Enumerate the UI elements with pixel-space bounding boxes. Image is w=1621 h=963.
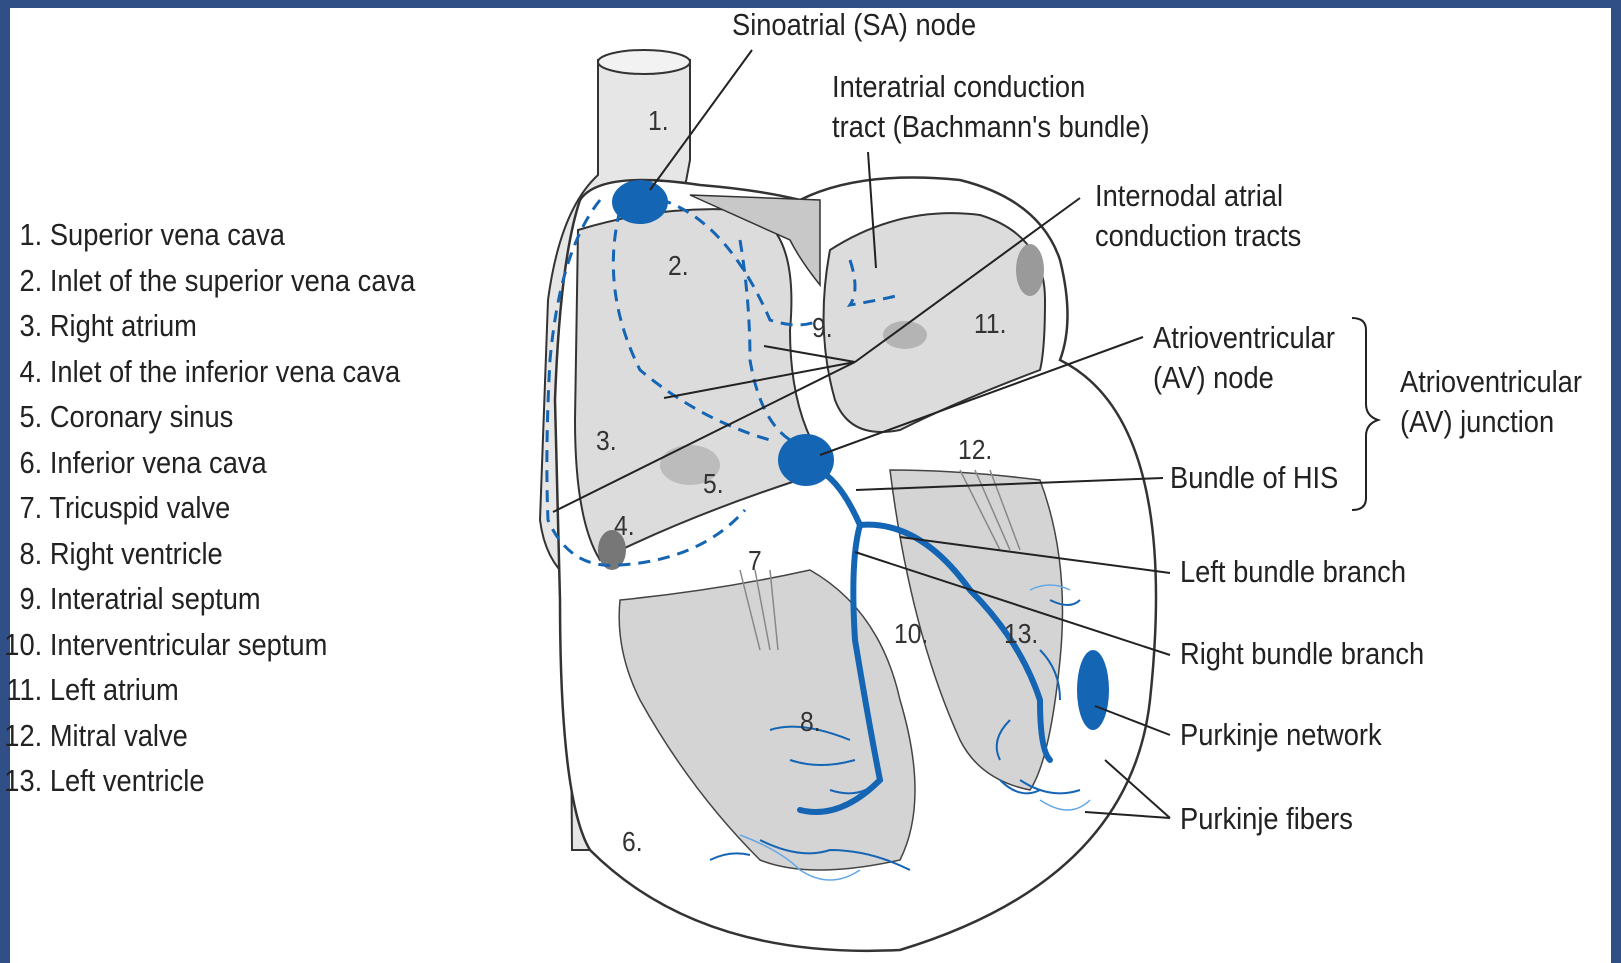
- number-1-label: 1.: [648, 105, 669, 137]
- av-junction-label: Atrioventricular (AV) junction: [1400, 362, 1582, 442]
- number-12-label: 12.: [958, 434, 992, 466]
- internodal-tracts-label: Internodal atrial conduction tracts: [1095, 176, 1301, 256]
- number-13-label: 13.: [1004, 618, 1038, 650]
- bundle-of-his-label: Bundle of HIS: [1170, 458, 1338, 498]
- legend-item: 5. Coronary sinus: [0, 394, 415, 440]
- legend-item: 10. Interventricular septum: [0, 622, 415, 668]
- legend-item: 4. Inlet of the inferior vena cava: [0, 349, 415, 395]
- av-junction-bracket: [1352, 318, 1378, 510]
- purkinje-network-label: Purkinje network: [1180, 715, 1382, 755]
- number-7-label: 7: [748, 545, 762, 577]
- right-bundle-branch-label: Right bundle branch: [1180, 634, 1424, 674]
- number-10-label: 10.: [894, 618, 928, 650]
- legend-item: 2. Inlet of the superior vena cava: [0, 258, 415, 304]
- number-3-label: 3.: [596, 425, 617, 457]
- av-node-label: Atrioventricular (AV) node: [1153, 318, 1335, 398]
- legend-item: 6. Inferior vena cava: [0, 440, 415, 486]
- legend-item: 1. Superior vena cava: [0, 212, 415, 258]
- legend-item: 11. Left atrium: [0, 667, 415, 713]
- structure-legend: 1. Superior vena cava 2. Inlet of the su…: [0, 212, 472, 804]
- legend-item: 8. Right ventricle: [0, 531, 415, 577]
- legend-item: 12. Mitral valve: [0, 713, 415, 759]
- legend-item: 3. Right atrium: [0, 303, 415, 349]
- number-6-label: 6.: [622, 826, 643, 858]
- number-2-label: 2.: [668, 250, 689, 282]
- left-atrium-shadow: [1016, 244, 1044, 296]
- number-4-label: 4.: [614, 510, 635, 542]
- legend-item: 13. Left ventricle: [0, 758, 415, 804]
- number-5-label: 5.: [703, 468, 724, 500]
- number-9-label: 9.: [812, 312, 833, 344]
- purkinje-network: [1077, 650, 1109, 730]
- left-bundle-branch-label: Left bundle branch: [1180, 552, 1406, 592]
- sa-node: [612, 180, 668, 224]
- interatrial-tract-label: Interatrial conduction tract (Bachmann's…: [832, 67, 1150, 147]
- legend-item: 7. Tricuspid valve: [0, 485, 415, 531]
- vena-cava-top-opening: [598, 50, 690, 74]
- number-8-label: 8.: [800, 706, 821, 738]
- sa-node-label: Sinoatrial (SA) node: [732, 5, 976, 45]
- purkinje-fibers-label: Purkinje fibers: [1180, 799, 1353, 839]
- number-11-label: 11.: [974, 308, 1006, 340]
- legend-item: 9. Interatrial septum: [0, 576, 415, 622]
